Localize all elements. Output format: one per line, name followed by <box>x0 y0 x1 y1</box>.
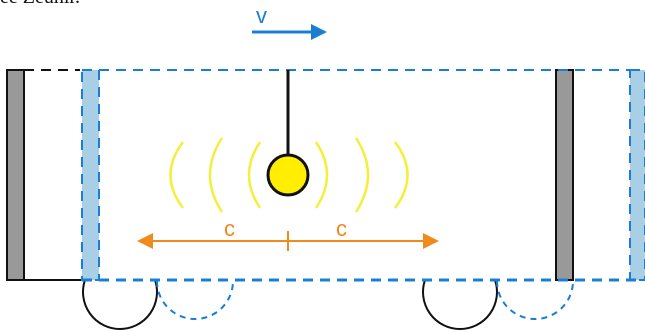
wheel-icon <box>422 279 498 330</box>
moving-frame-car <box>81 69 645 320</box>
velocity-label: v <box>256 3 267 28</box>
wave-arc <box>208 137 224 213</box>
wave-arc <box>169 141 184 209</box>
moving-frame-right-wall <box>629 69 645 281</box>
moving-frame-left-wall <box>81 69 100 281</box>
wave-arc <box>247 141 262 209</box>
wave-arc <box>314 141 329 209</box>
wheel-icon <box>156 280 234 320</box>
rest-frame-right-wall <box>555 69 574 281</box>
caption-text: ее Zeuhir. <box>0 0 80 9</box>
wave-arc <box>394 141 409 209</box>
light-speed-label-right: c <box>336 216 347 241</box>
light-speed-label-left: c <box>224 216 235 241</box>
rest-frame-left-wall <box>6 69 25 281</box>
light-speed-arrow <box>137 231 439 251</box>
lamp-icon <box>266 70 310 197</box>
wheel-icon <box>82 279 158 330</box>
wave-arc <box>354 137 370 213</box>
light-waves <box>169 137 409 213</box>
wheel-icon <box>496 280 574 320</box>
rest-frame-car <box>6 69 574 330</box>
velocity-arrow-icon <box>252 24 327 40</box>
